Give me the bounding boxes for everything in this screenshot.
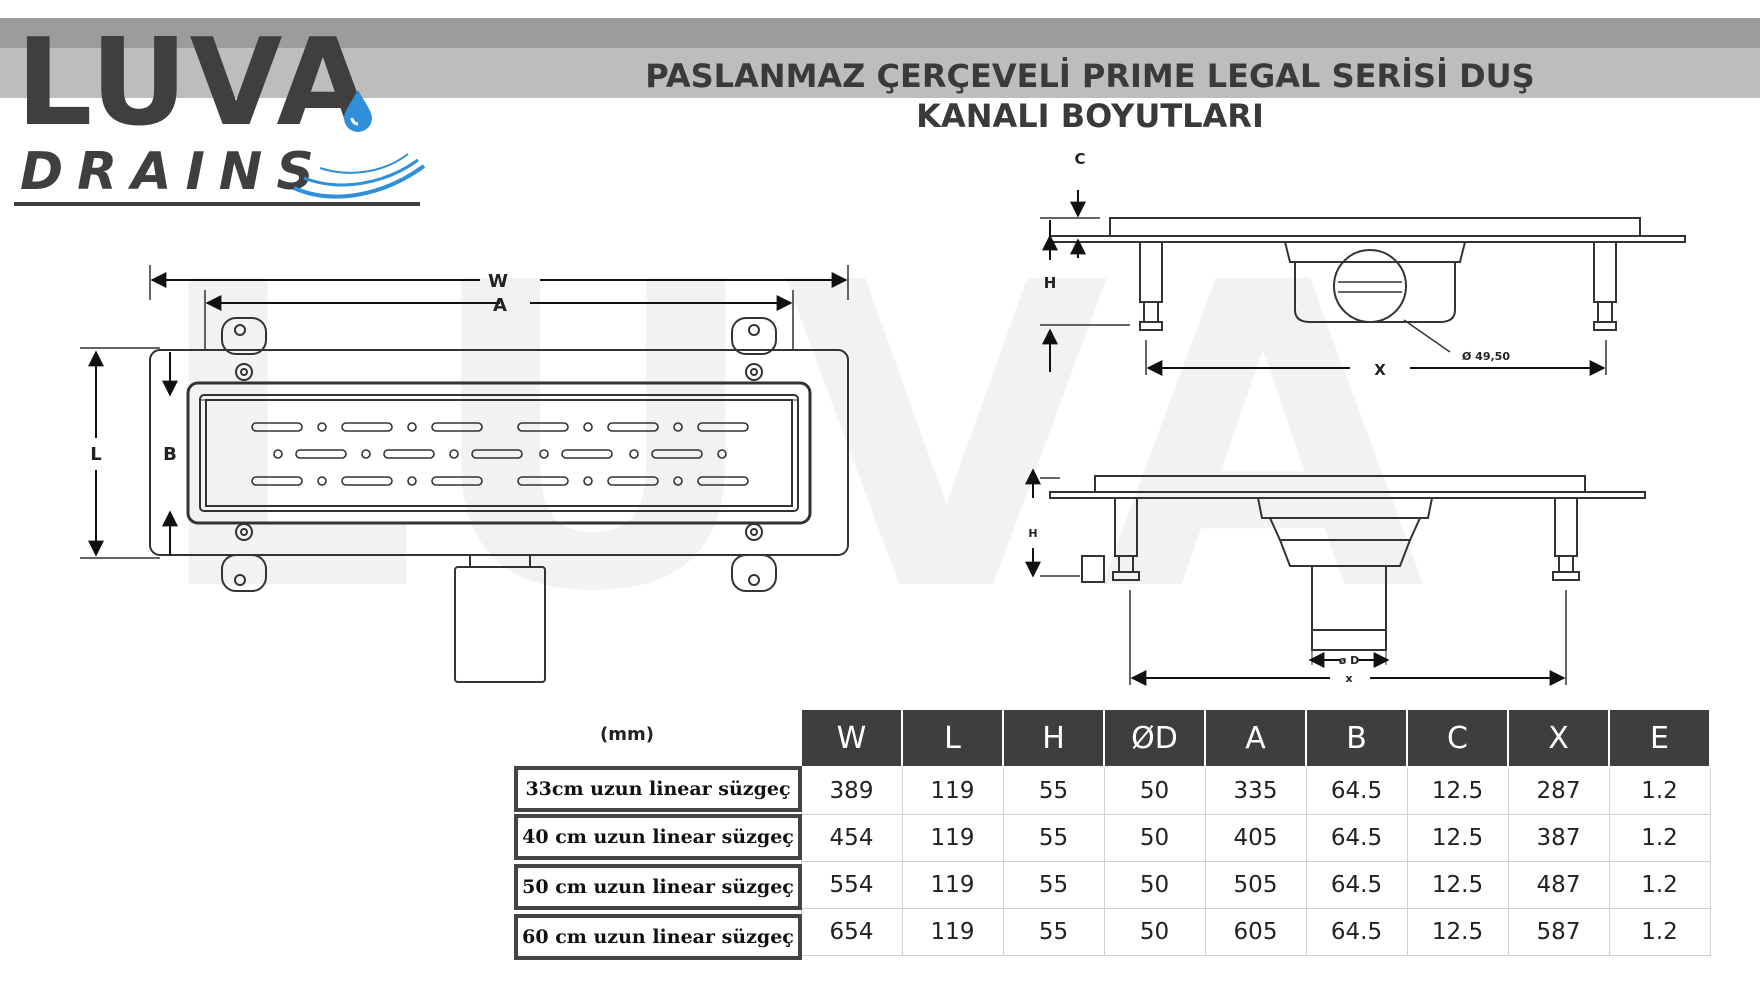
water-wave-icon — [293, 153, 426, 199]
table-cell: 1.2 — [1608, 814, 1711, 862]
table-cell: 1.2 — [1608, 908, 1711, 956]
top-view — [80, 265, 849, 683]
table-cell: 454 — [800, 814, 903, 862]
table-header-row: W L H ØD A B C X E — [800, 708, 1711, 768]
page-title: PASLANMAZ ÇERÇEVELİ PRIME LEGAL SERİSİ D… — [560, 56, 1620, 136]
dim-H-1: H — [1044, 274, 1057, 292]
dim-B: B — [163, 444, 177, 465]
dim-X-2: x — [1345, 672, 1352, 685]
title-line-1: PASLANMAZ ÇERÇEVELİ PRIME LEGAL SERİSİ D… — [645, 57, 1535, 95]
title-line-2: KANALI BOYUTLARI — [916, 97, 1264, 135]
header-C: C — [1406, 708, 1509, 768]
brand-logo: LUVA DRAINS — [10, 18, 430, 208]
table-row: 654 119 55 50 605 64.5 12.5 587 1.2 — [800, 908, 1711, 956]
table-cell: 335 — [1204, 766, 1307, 815]
side-view-1 — [1040, 190, 1686, 376]
table-row: 554 119 55 50 505 64.5 12.5 487 1.2 — [800, 861, 1711, 909]
table-cell: 587 — [1507, 908, 1610, 956]
table-cell: 1.2 — [1608, 766, 1711, 815]
table-cell: 55 — [1002, 908, 1105, 956]
table-cell: 605 — [1204, 908, 1307, 956]
dim-H-2: H — [1028, 527, 1037, 540]
header-D: ØD — [1103, 708, 1206, 768]
table-cell: 654 — [800, 908, 903, 956]
header-H: H — [1002, 708, 1105, 768]
table-cell: 505 — [1204, 861, 1307, 909]
table-cell: 119 — [901, 908, 1004, 956]
table-cell: 50 — [1103, 908, 1206, 956]
dimensions-table: W L H ØD A B C X E 389 119 55 50 335 64.… — [800, 708, 1711, 956]
water-drop-icon — [344, 90, 372, 132]
table-cell: 287 — [1507, 766, 1610, 815]
row-label-40cm: 40 cm uzun linear süzgeç — [514, 814, 802, 860]
table-cell: 387 — [1507, 814, 1610, 862]
table-cell: 1.2 — [1608, 861, 1711, 909]
header-B: B — [1305, 708, 1408, 768]
table-cell: 12.5 — [1406, 766, 1509, 815]
unit-label: (mm) — [600, 724, 654, 745]
header-A: A — [1204, 708, 1307, 768]
table-cell: 554 — [800, 861, 903, 909]
dim-X-1: X — [1374, 361, 1386, 379]
dim-L: L — [90, 444, 101, 465]
dim-diameter-1: Ø 49,50 — [1462, 350, 1510, 363]
table-cell: 64.5 — [1305, 814, 1408, 862]
table-cell: 12.5 — [1406, 814, 1509, 862]
dim-C: C — [1074, 150, 1085, 168]
brand-subname: DRAINS — [20, 142, 328, 202]
side-view-2 — [1025, 468, 1646, 686]
table-cell: 12.5 — [1406, 908, 1509, 956]
dim-W: W — [488, 271, 508, 292]
table-cell: 12.5 — [1406, 861, 1509, 909]
table-cell: 405 — [1204, 814, 1307, 862]
header-bar-top — [0, 18, 1760, 48]
mounting-tab-bl — [221, 523, 267, 592]
table-row: 389 119 55 50 335 64.5 12.5 287 1.2 — [800, 766, 1711, 815]
table-row: 454 119 55 50 405 64.5 12.5 387 1.2 — [800, 814, 1711, 862]
table-cell: 64.5 — [1305, 908, 1408, 956]
row-label-33cm: 33cm uzun linear süzgeç — [514, 766, 802, 812]
header-E: E — [1608, 708, 1711, 768]
brand-name: LUVA — [16, 14, 372, 153]
table-cell: 119 — [901, 861, 1004, 909]
table-cell: 50 — [1103, 861, 1206, 909]
row-label-60cm: 60 cm uzun linear süzgeç — [514, 914, 802, 960]
table-cell: 55 — [1002, 814, 1105, 862]
table-cell: 119 — [901, 814, 1004, 862]
mounting-tab-tl — [221, 317, 267, 381]
dim-diameter-2: ø D — [1339, 654, 1360, 667]
logo-underline — [14, 202, 420, 206]
table-cell: 50 — [1103, 766, 1206, 815]
header-bar-bottom — [0, 48, 1760, 98]
row-label-50cm: 50 cm uzun linear süzgeç — [514, 864, 802, 910]
table-cell: 64.5 — [1305, 861, 1408, 909]
header-X: X — [1507, 708, 1610, 768]
table-cell: 487 — [1507, 861, 1610, 909]
mounting-tab-tr — [731, 317, 777, 381]
table-cell: 389 — [800, 766, 903, 815]
header-W: W — [800, 708, 903, 768]
table-cell: 55 — [1002, 861, 1105, 909]
table-cell: 55 — [1002, 766, 1105, 815]
table-cell: 64.5 — [1305, 766, 1408, 815]
table-cell: 119 — [901, 766, 1004, 815]
table-cell: 50 — [1103, 814, 1206, 862]
header-L: L — [901, 708, 1004, 768]
dim-A: A — [493, 295, 507, 316]
mounting-tab-br — [731, 523, 777, 592]
